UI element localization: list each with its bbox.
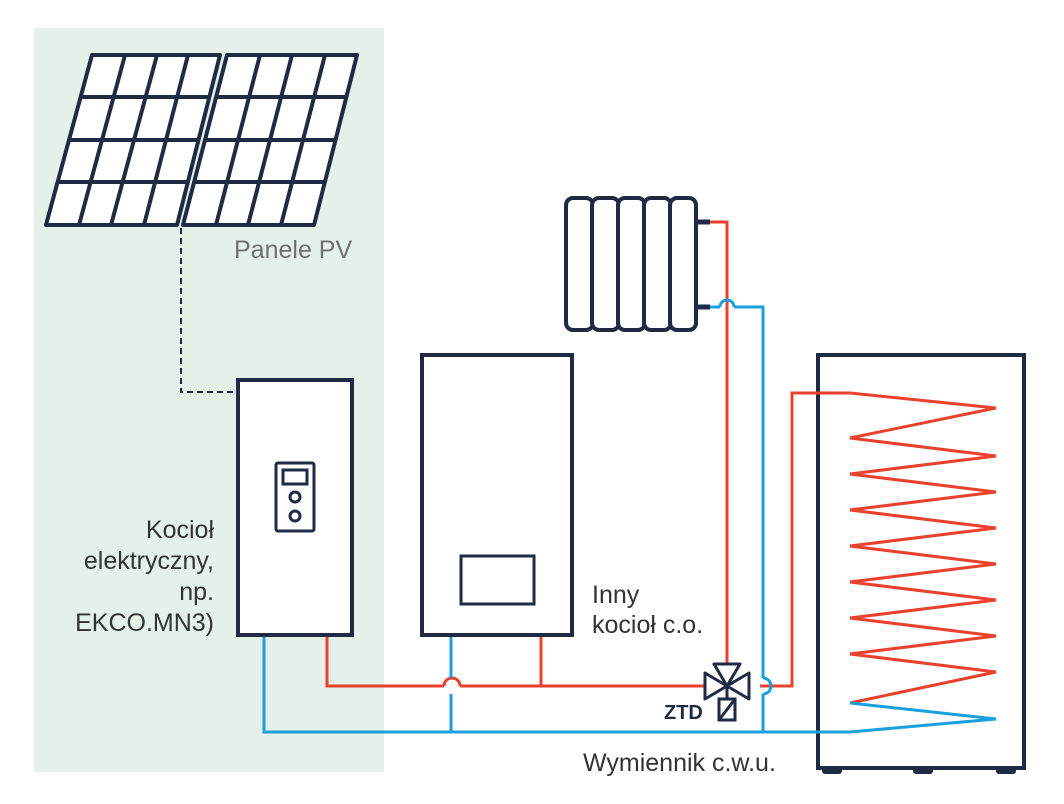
tank-heating-coil	[849, 391, 997, 705]
three-way-valve-icon	[703, 662, 751, 701]
controller-panel-icon	[274, 461, 316, 533]
electric-boiler	[236, 378, 354, 637]
electric-boiler-label: Kocioł elektryczny, np. EKCO.MN3)	[75, 516, 214, 637]
other-boiler-label-line2: kocioł c.o.	[592, 611, 703, 639]
valve-label: ZTD	[664, 702, 703, 724]
electric-boiler-label-line4: EKCO.MN3)	[75, 609, 214, 637]
pv-panels-label: Panele PV	[234, 236, 352, 264]
other-boiler	[420, 353, 574, 637]
solar-panel-left	[44, 53, 222, 227]
pv-connection-line	[180, 228, 238, 393]
solar-panel-icon	[44, 53, 359, 227]
exchanger-label: Wymiennik c.w.u.	[583, 749, 776, 777]
electric-boiler-label-line2: elektryczny,	[84, 547, 214, 575]
hot-water-pipes	[325, 220, 997, 705]
return-water-pipes	[262, 298, 997, 734]
radiator-icon	[564, 196, 710, 332]
other-boiler-label-line1: Inny	[592, 581, 640, 609]
boiler-display	[459, 554, 536, 606]
other-boiler-label: Inny kocioł c.o.	[592, 581, 703, 639]
electric-boiler-label-line1: Kocioł	[146, 516, 215, 544]
solar-panel-right	[181, 53, 359, 227]
electric-boiler-label-line3: np.	[179, 578, 214, 606]
valve-actuator-icon	[717, 686, 737, 722]
